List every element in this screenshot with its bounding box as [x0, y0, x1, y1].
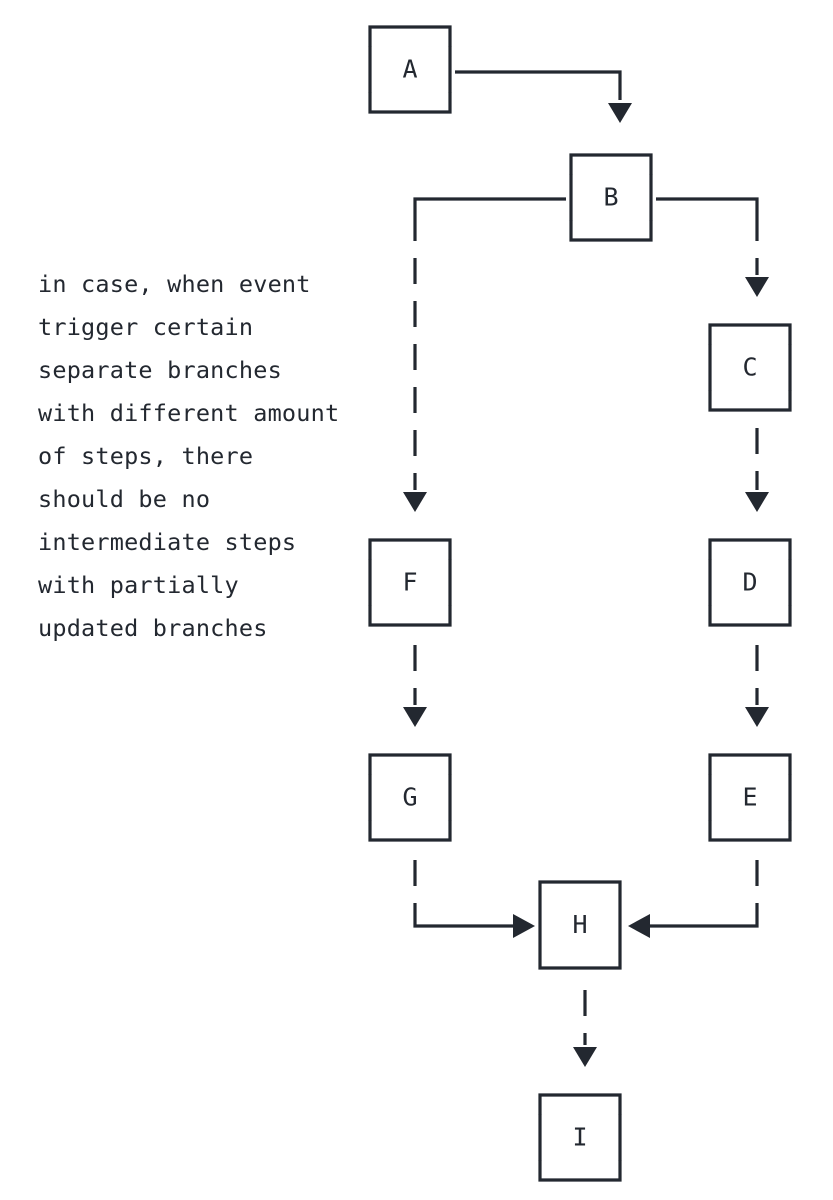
node-i-label: I	[572, 1123, 587, 1152]
node-f-top-edge	[368, 538, 452, 560]
edge-a-to-b-path	[455, 70, 622, 100]
node-c[interactable]: C	[708, 323, 792, 412]
node-a-label: A	[402, 55, 417, 84]
node-c-top-edge	[708, 323, 792, 345]
note-line-1: in case, when event	[38, 270, 311, 298]
edge-b-to-f-elbow	[413, 197, 566, 215]
node-i[interactable]: I	[538, 1093, 622, 1182]
edge-h-to-i	[573, 990, 597, 1067]
edge-c-to-d-arrowhead	[745, 492, 769, 512]
note-line-8: with partially	[38, 571, 239, 599]
edge-g-to-h	[413, 860, 535, 938]
node-h-bottom-edge	[538, 948, 622, 970]
node-b-bottom-edge	[569, 220, 653, 242]
node-e[interactable]: E	[708, 753, 792, 842]
node-i-top-edge	[538, 1093, 622, 1115]
node-a-bottom-edge	[368, 92, 452, 114]
edge-d-to-e	[745, 645, 769, 727]
node-boxes-group: A B C F D G E H I	[368, 25, 792, 1182]
note-text-block: in case, when event trigger certain separa…	[38, 270, 339, 642]
node-a-top-edge	[368, 25, 452, 47]
node-d[interactable]: D	[708, 538, 792, 627]
node-b-label: B	[603, 183, 618, 212]
node-e-label: E	[742, 783, 757, 812]
edge-b-to-f-arrowhead	[403, 492, 427, 512]
node-b[interactable]: B	[569, 153, 653, 242]
node-f[interactable]: F	[368, 538, 452, 627]
note-line-5: of steps, there	[38, 442, 253, 470]
edge-b-to-c-elbow	[656, 197, 759, 215]
node-e-top-edge	[708, 753, 792, 775]
node-b-top-edge	[569, 153, 653, 175]
note-line-4: with different amount	[38, 399, 339, 427]
edge-h-to-i-arrowhead	[573, 1047, 597, 1067]
edge-e-to-h-elbow	[648, 923, 759, 928]
node-h-label: H	[572, 910, 587, 939]
edge-b-to-c-arrowhead	[745, 277, 769, 297]
edge-c-to-d	[745, 428, 769, 512]
note-line-7: intermediate steps	[38, 528, 296, 556]
node-f-label: F	[402, 568, 417, 597]
edge-e-to-h	[628, 860, 759, 938]
node-f-bottom-edge	[368, 605, 452, 627]
node-i-bottom-edge	[538, 1160, 622, 1182]
edge-g-to-h-elbow	[413, 923, 515, 928]
edge-e-to-h-arrowhead	[628, 914, 650, 938]
edge-f-to-g	[403, 645, 427, 727]
node-a[interactable]: A	[368, 25, 452, 114]
node-d-label: D	[742, 568, 757, 597]
node-d-bottom-edge	[708, 605, 792, 627]
node-g-bottom-edge	[368, 820, 452, 842]
node-c-label: C	[742, 353, 757, 382]
edge-d-to-e-arrowhead	[745, 707, 769, 727]
node-g[interactable]: G	[368, 753, 452, 842]
edge-f-to-g-arrowhead	[403, 707, 427, 727]
edge-b-to-f	[403, 197, 566, 512]
node-d-top-edge	[708, 538, 792, 560]
edge-g-to-h-arrowhead	[513, 914, 535, 938]
node-e-bottom-edge	[708, 820, 792, 842]
edge-a-to-b	[455, 70, 632, 123]
node-g-label: G	[402, 783, 417, 812]
node-c-bottom-edge	[708, 390, 792, 412]
note-line-2: trigger certain	[38, 313, 253, 341]
edge-b-to-c	[656, 197, 769, 297]
node-g-top-edge	[368, 753, 452, 775]
node-h-top-edge	[538, 880, 622, 902]
edge-a-to-b-arrowhead	[608, 103, 632, 123]
note-line-6: should be no	[38, 485, 210, 513]
node-h[interactable]: H	[538, 880, 622, 970]
note-line-9: updated branches	[38, 614, 268, 642]
note-line-3: separate branches	[38, 356, 282, 384]
